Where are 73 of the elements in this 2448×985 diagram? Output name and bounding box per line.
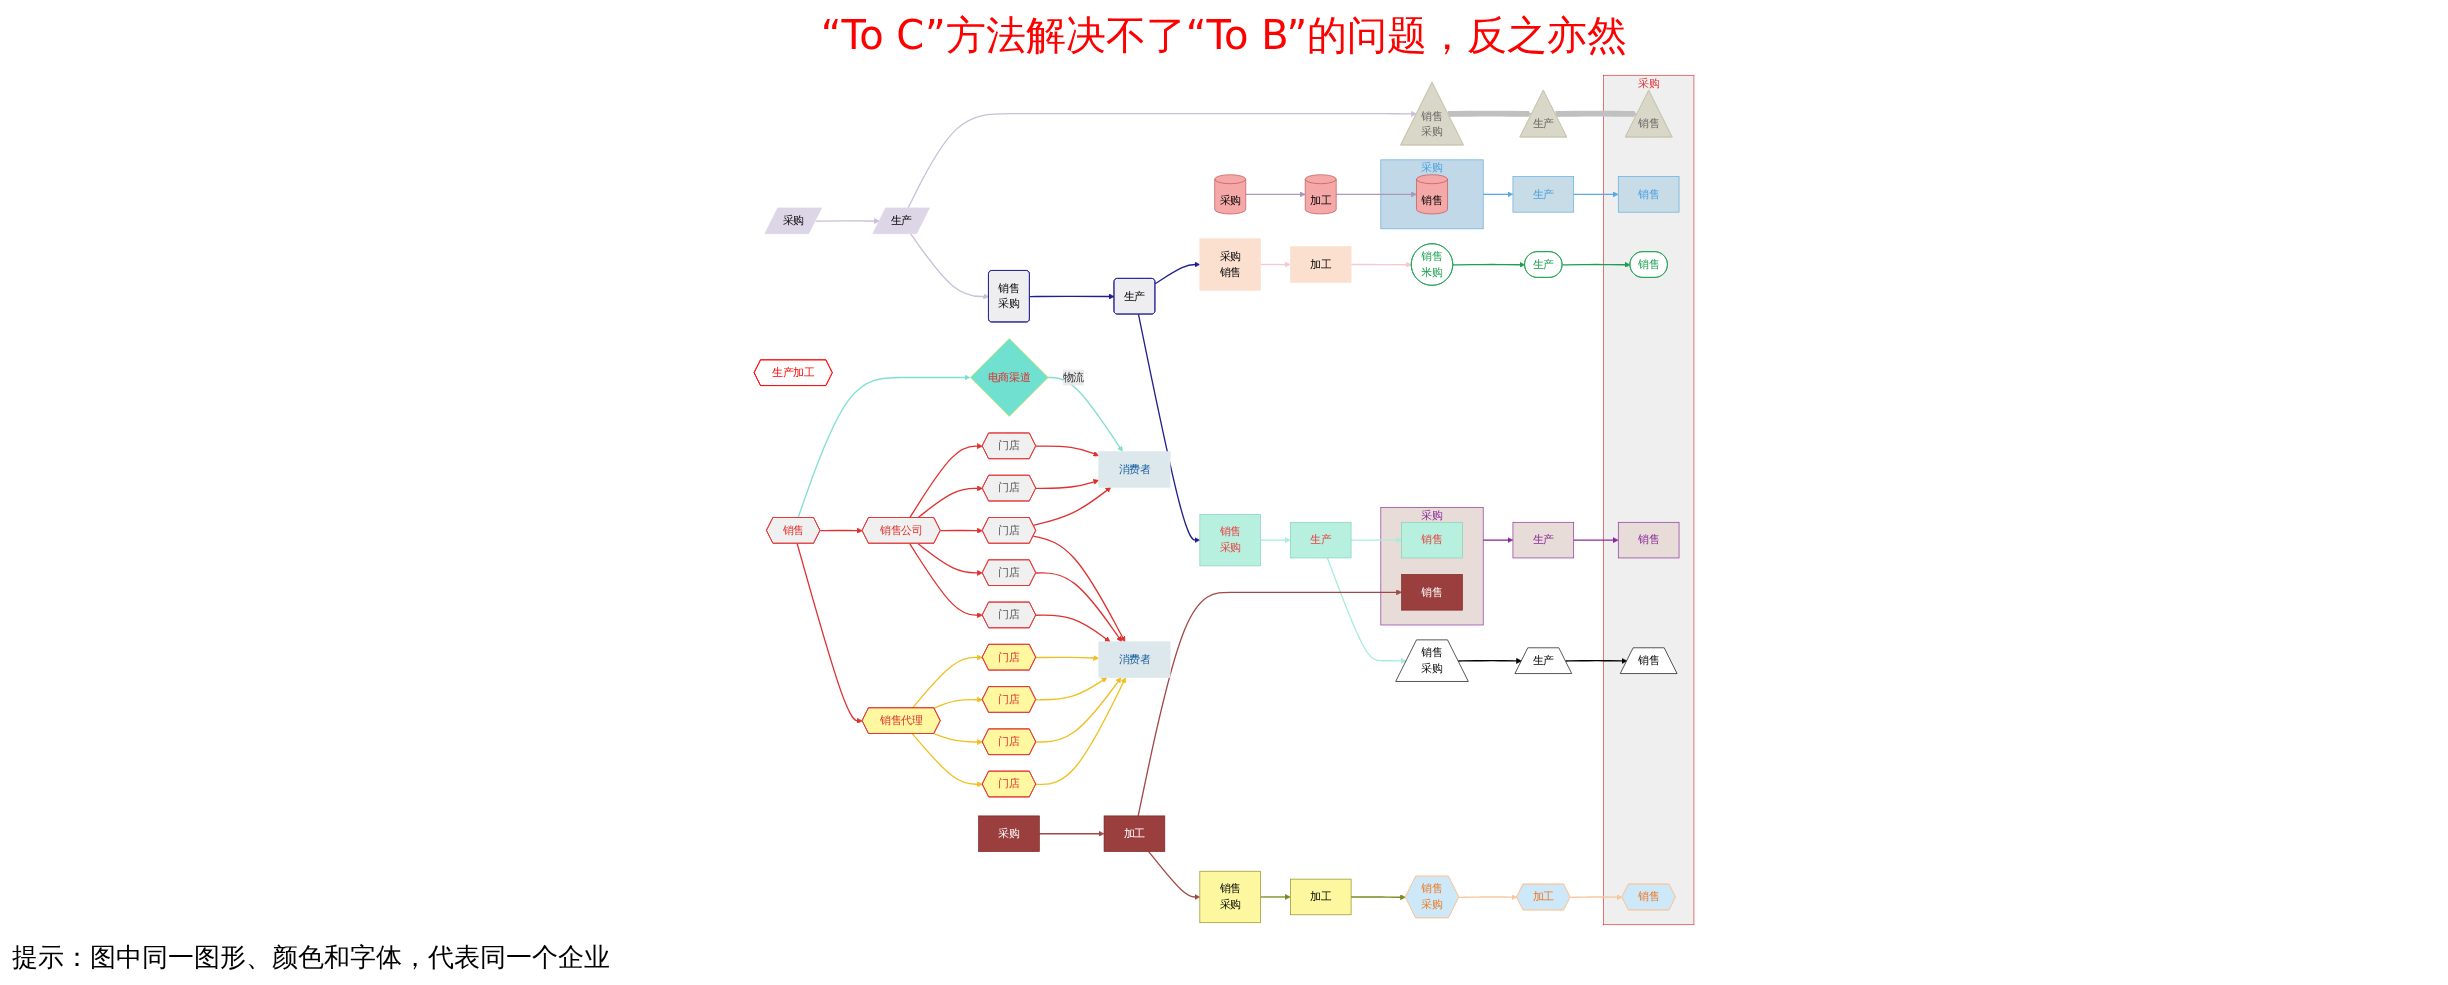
arrow [1350,537,1402,544]
arrow [1245,191,1306,198]
node-box: 采购 [978,815,1040,852]
arrow [917,542,983,576]
arrow [1259,537,1291,544]
node-box: 加工 [1290,246,1352,283]
arrow [1569,894,1623,901]
arrow [819,527,863,534]
arrow [939,527,983,534]
arrow [797,374,971,519]
arrow [1448,110,1533,117]
arrow [1350,894,1406,901]
node-box: 采购 销售 [1199,238,1261,291]
node-box: 加工 [1103,815,1166,852]
arrow [1137,313,1201,544]
title: “To C”方法解决不了“To B”的问题，反之亦然 [820,12,1628,58]
arrow [1555,110,1638,117]
arrow [1035,677,1122,743]
arrow [909,443,983,519]
node-box: 加工 [1290,878,1352,916]
arrow [1573,191,1619,198]
arrow [814,218,880,224]
arrow [909,542,983,619]
arrow [1482,537,1514,544]
arrow [1458,894,1518,901]
arrow [1035,655,1100,661]
arrow [1482,191,1514,198]
node-box: 销售 采购 [1199,514,1261,567]
arrow [911,654,983,709]
arrow [1038,830,1105,837]
arrow [911,733,983,788]
node-box: 生产 [1512,521,1574,559]
arrow [1047,376,1123,452]
arrow [1564,658,1628,664]
arrow [933,733,983,745]
arrow [1573,537,1619,544]
arrow [1350,261,1412,268]
arrow [1035,677,1126,785]
arrow [1029,293,1115,300]
arrow [1032,487,1112,526]
arrow [1335,191,1417,198]
arrow [1326,557,1407,664]
arrow [1148,850,1201,900]
edge-label: 物流 [1062,370,1084,384]
arrow [907,110,1417,209]
node-box: 销售 [1401,574,1463,611]
arrow [1154,261,1201,285]
arrow [1035,479,1100,490]
arrow [1035,614,1111,643]
node-box: 销售 [1617,176,1680,213]
arrow [1035,445,1100,457]
node-box: 生产 [1512,176,1574,213]
node-diamond: 电商渠道 [969,338,1049,417]
arrow [1035,677,1108,701]
node-box: 销售 采购 [1199,870,1261,924]
node-box: 消费者 [1098,451,1171,488]
node-box: 销售 [1401,521,1463,559]
note-text: 提示：图中同一图形、颜色和字体，代表同一个企业 [12,942,610,972]
node-box: 销售 [1617,521,1680,559]
arrow [1032,535,1126,643]
arrow [1259,894,1291,900]
arrow [1561,261,1631,268]
node-box: 生产 [1290,521,1352,559]
arrow [1457,658,1522,664]
arrow [1137,589,1402,817]
arrow [917,485,983,519]
arrow [1452,261,1526,268]
arrow [910,233,990,300]
arrow [933,696,983,709]
arrow [796,542,863,724]
arrow [1035,572,1123,643]
arrow [1259,261,1291,268]
node-box: 消费者 [1098,641,1171,678]
